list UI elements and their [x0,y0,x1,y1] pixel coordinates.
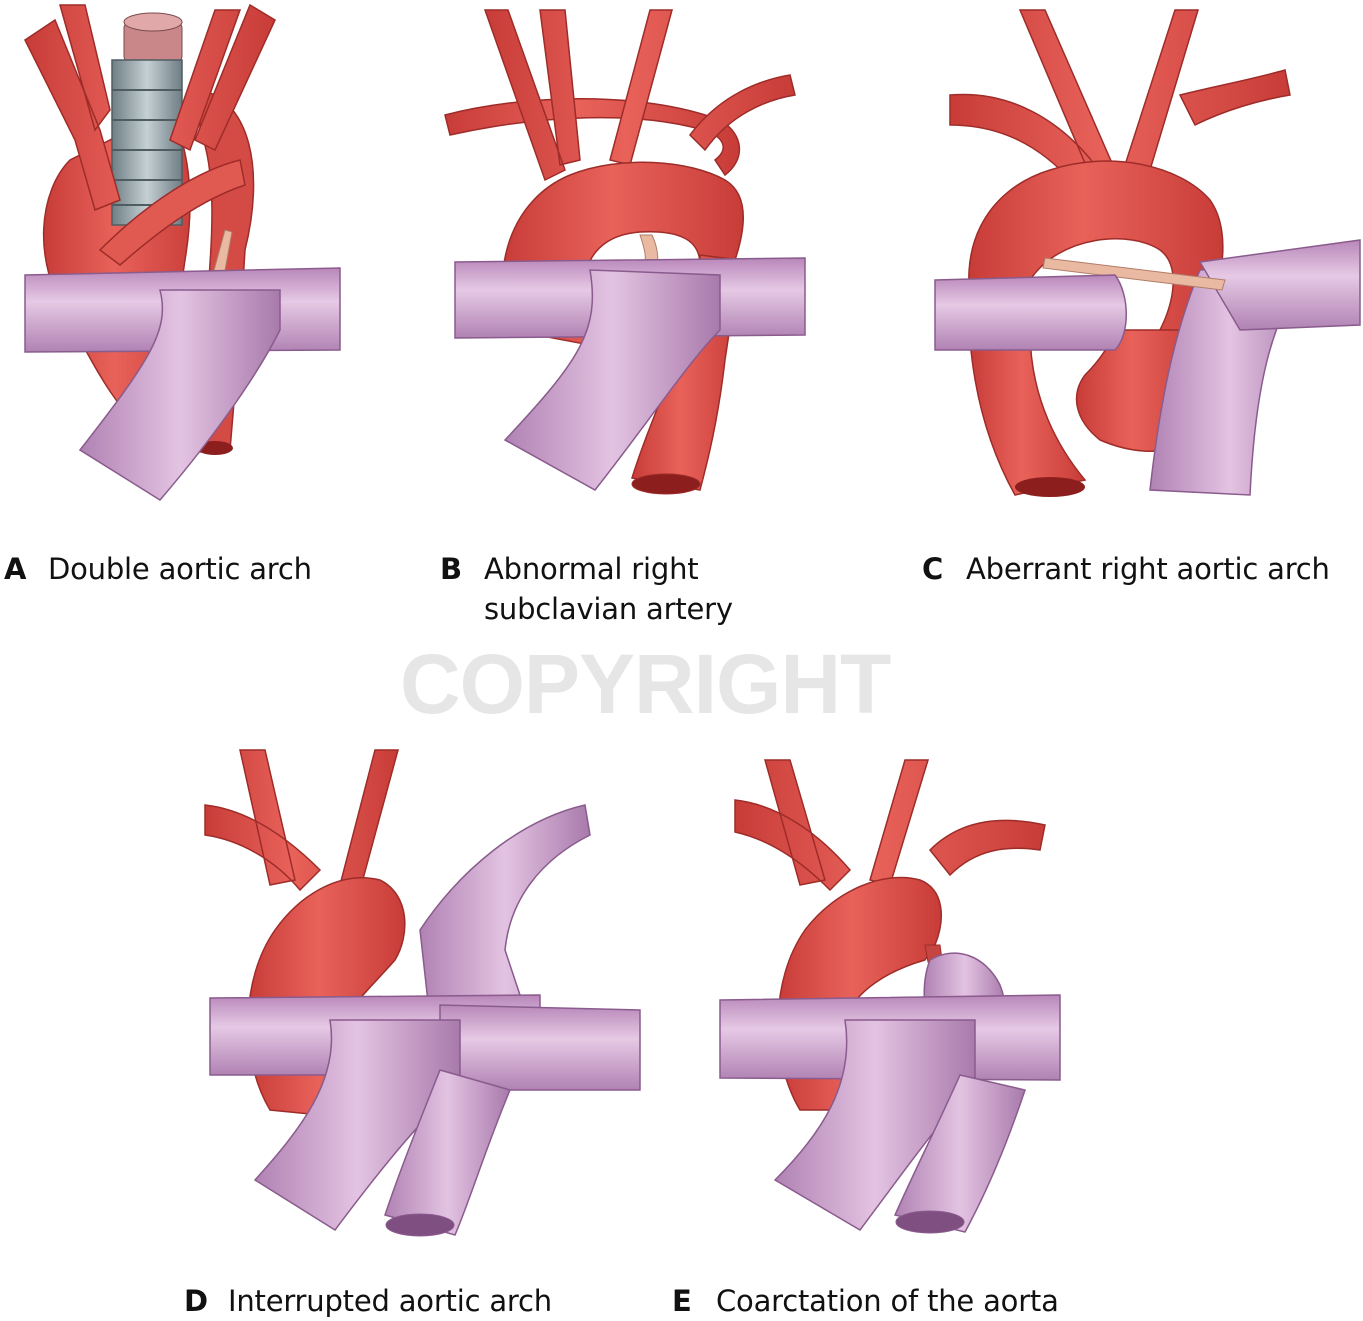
panel-b-illustration [444,9,806,495]
caption-b: B Abnormal right subclavian artery [440,549,733,629]
caption-b-text: Abnormal right [484,552,699,586]
panel-b-pulmonary-trunk [503,269,721,491]
caption-d: D Interrupted aortic arch [184,1281,552,1321]
caption-c: C Aberrant right aortic arch [922,549,1330,589]
caption-e: E Coarctation of the aorta [672,1281,1059,1321]
panel-a-illustration [24,3,341,501]
panel-d-descending-tube [384,1069,512,1236]
caption-c-letter: C [922,552,944,586]
caption-a-text: Double aortic arch [48,552,312,586]
caption-e-text: Coarctation of the aorta [716,1284,1059,1318]
caption-b-text-line2: subclavian artery [484,592,733,626]
caption-d-text: Interrupted aortic arch [228,1284,552,1318]
panel-a-pulmonary-trunk [78,289,281,501]
caption-b-letter: B [440,552,462,586]
panel-e-descending-tube [893,1074,1026,1233]
caption-c-text: Aberrant right aortic arch [966,552,1330,586]
panel-c-aortic-arch [968,160,1224,342]
trachea [111,12,183,226]
panel-b-aberrant-subclavian [444,98,741,177]
panel-c-pulmonary-artery [934,274,1127,351]
caption-e-letter: E [672,1284,692,1318]
caption-d-letter: D [184,1284,208,1318]
caption-a: A Double aortic arch [4,549,312,589]
panel-a-branch-vessels [24,3,276,212]
panel-c-illustration [934,9,1361,497]
copyright-watermark: COPYRIGHT [400,637,891,731]
panel-d-illustration [204,749,641,1237]
panel-c-descending-aorta [969,329,1087,496]
caption-a-letter: A [4,552,27,586]
panel-e-illustration [719,759,1061,1234]
panel-d-ductus-arteriosus [419,804,591,1021]
